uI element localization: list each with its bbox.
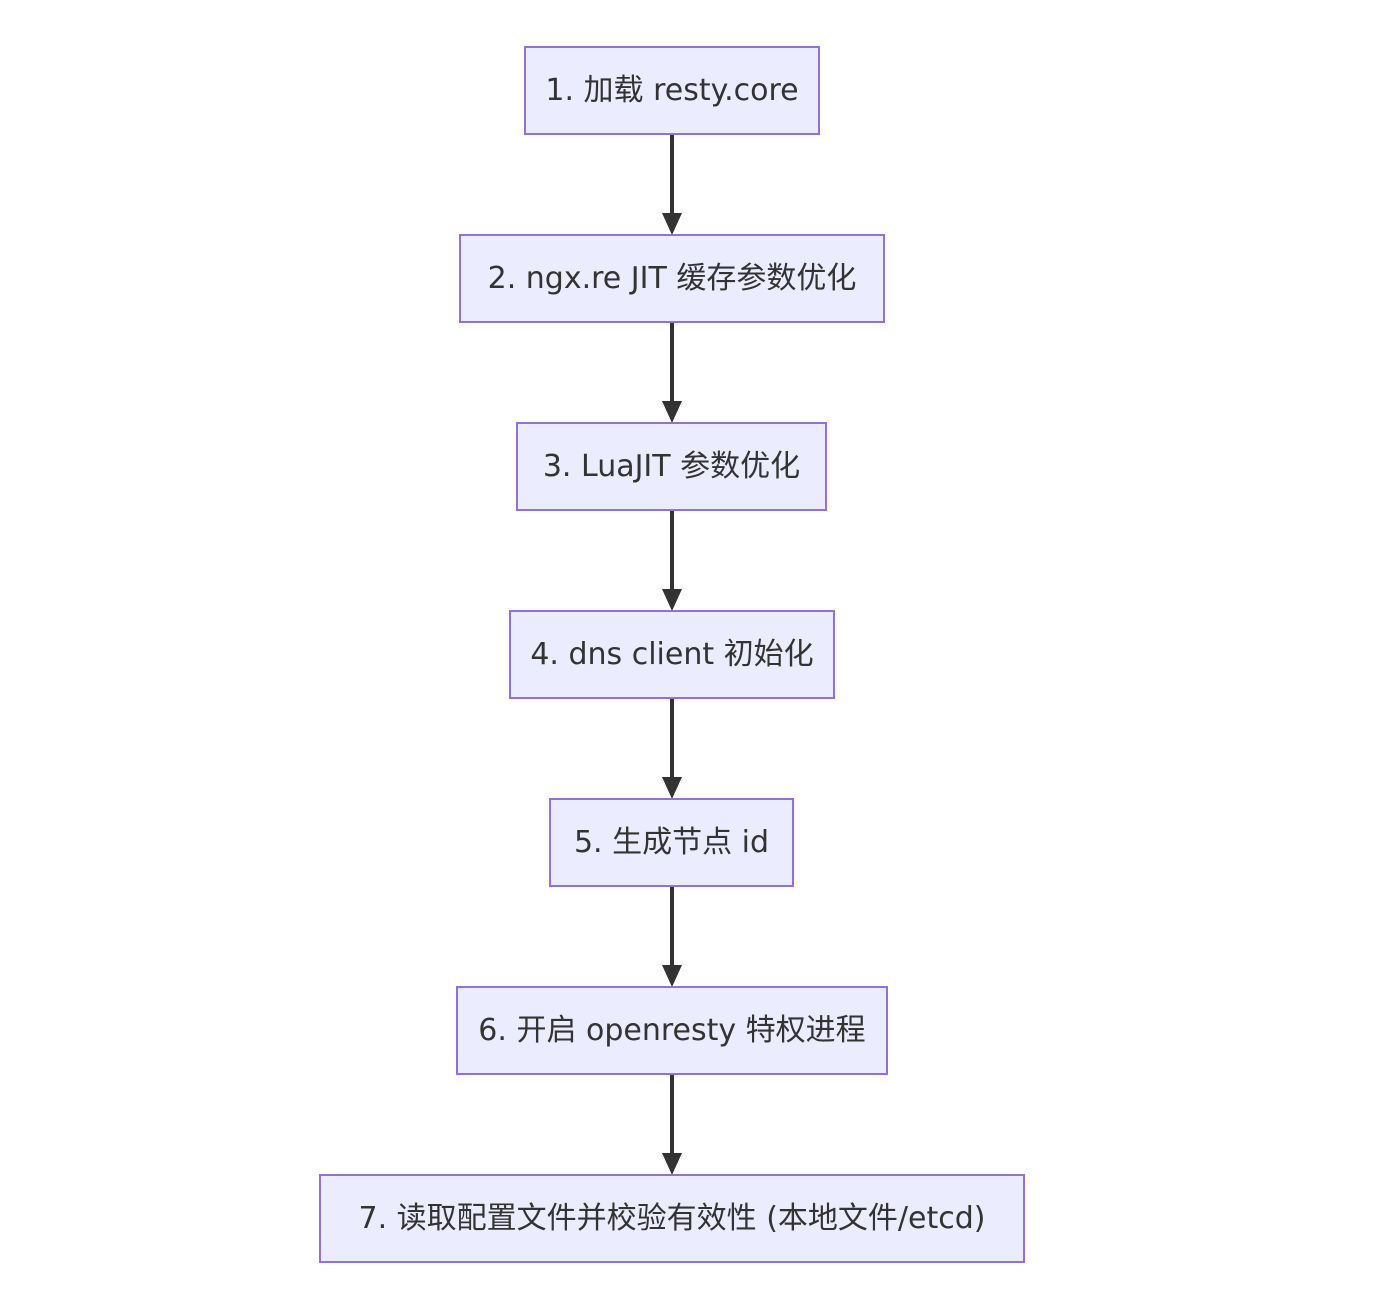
- flow-node-label: 7. 读取配置文件并校验有效性 (本地文件/etcd): [359, 1201, 986, 1236]
- flow-node-6: 6. 开启 openresty 特权进程: [456, 986, 888, 1075]
- flow-node-2: 2. ngx.re JIT 缓存参数优化: [459, 234, 885, 323]
- flow-arrow-2: [662, 322, 682, 423]
- flow-node-3: 3. LuaJIT 参数优化: [516, 422, 827, 511]
- arrow-head-icon: [662, 213, 682, 235]
- flow-node-label: 2. ngx.re JIT 缓存参数优化: [488, 261, 857, 296]
- flow-arrow-6: [662, 1074, 682, 1175]
- flow-arrow-4: [662, 698, 682, 799]
- flow-node-5: 5. 生成节点 id: [549, 798, 794, 887]
- edges-layer: [662, 134, 682, 1175]
- arrow-head-icon: [662, 401, 682, 423]
- flow-node-box: [459, 234, 885, 323]
- nodes-layer: 1. 加载 resty.core 2. ngx.re JIT 缓存参数优化 3. L…: [319, 46, 1025, 1263]
- arrow-head-icon: [662, 589, 682, 611]
- arrow-head-icon: [662, 777, 682, 799]
- flow-node-label: 1. 加载 resty.core: [545, 73, 798, 108]
- flow-node-box: [319, 1174, 1025, 1263]
- arrow-head-icon: [662, 965, 682, 987]
- flow-node-label: 3. LuaJIT 参数优化: [543, 449, 800, 484]
- flow-node-box: [516, 422, 827, 511]
- flow-node-label: 4. dns client 初始化: [530, 637, 813, 672]
- arrow-head-icon: [662, 1153, 682, 1175]
- flow-node-1: 1. 加载 resty.core: [524, 46, 820, 135]
- flow-node-label: 6. 开启 openresty 特权进程: [478, 1013, 865, 1048]
- flow-arrow-5: [662, 886, 682, 987]
- flow-node-4: 4. dns client 初始化: [509, 610, 835, 699]
- flow-node-box: [524, 46, 820, 135]
- flow-node-box: [549, 798, 794, 887]
- flow-node-7: 7. 读取配置文件并校验有效性 (本地文件/etcd): [319, 1174, 1025, 1263]
- flow-node-label: 5. 生成节点 id: [574, 825, 769, 860]
- flow-node-box: [456, 986, 888, 1075]
- flow-arrow-1: [662, 134, 682, 235]
- flow-arrow-3: [662, 510, 682, 611]
- flow-node-box: [509, 610, 835, 699]
